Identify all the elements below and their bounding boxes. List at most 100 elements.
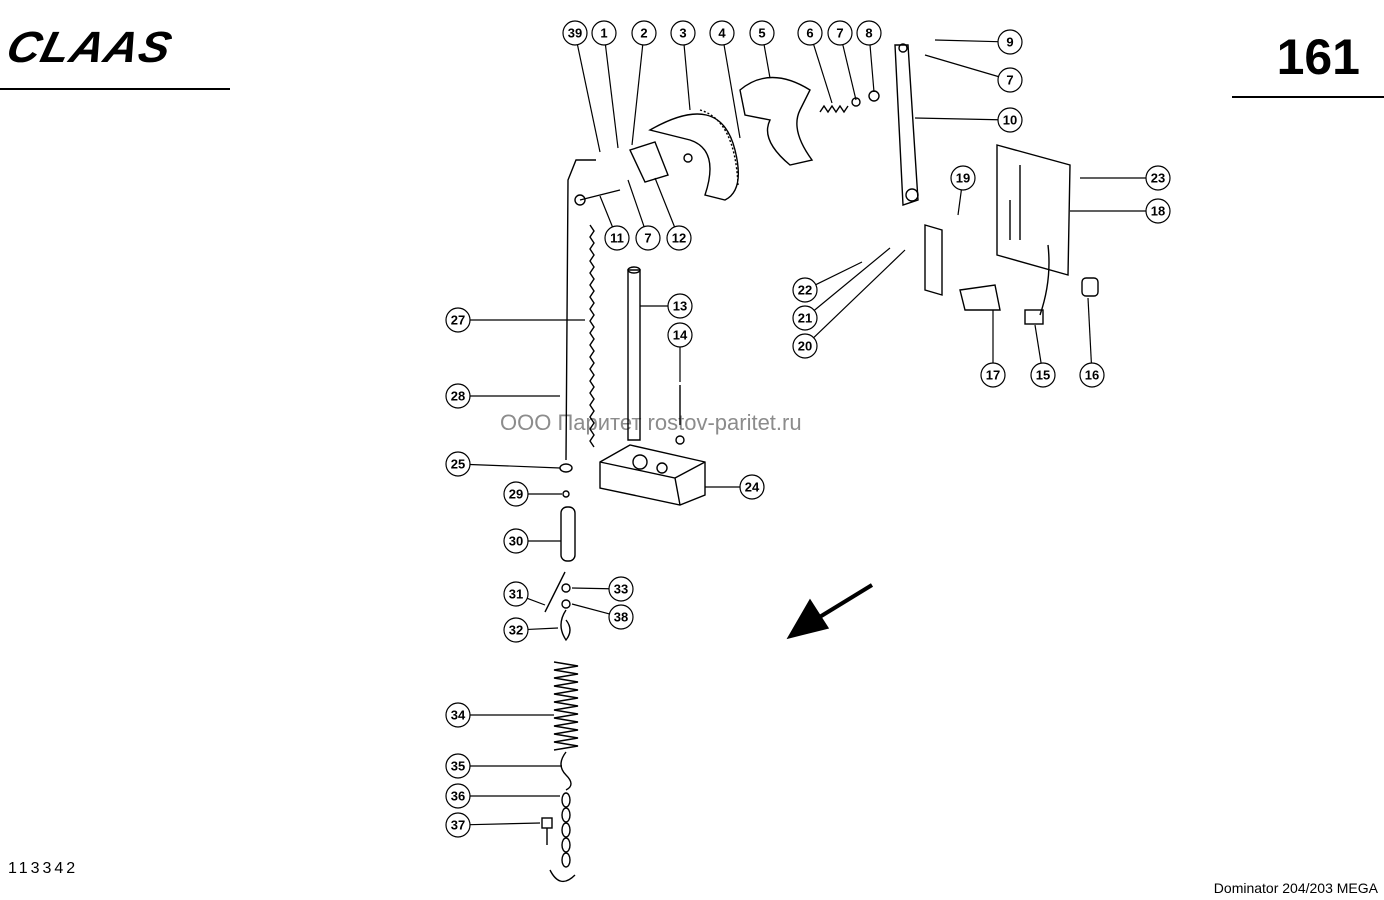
direction-arrow-head: [786, 598, 830, 640]
callout-27: 27: [445, 307, 585, 333]
callout-bubble: [604, 225, 630, 251]
callout-leader-line: [934, 39, 999, 43]
callout-number: 15: [1036, 368, 1050, 383]
callout-1: 1: [591, 20, 619, 149]
callout-9: 9: [934, 29, 1023, 55]
callout-number: 20: [798, 339, 812, 354]
callout-bubble: [792, 277, 818, 303]
callout-3: 3: [670, 20, 696, 111]
header-divider-left: [0, 88, 230, 90]
callout-bubble: [670, 20, 696, 46]
callout-number: 25: [451, 457, 465, 472]
cam-plate-drawing: [739, 76, 814, 166]
callout-leader-line: [723, 44, 741, 139]
callout-24: 24: [705, 474, 765, 500]
long-spring-drawing: [589, 224, 595, 448]
callout-number: 36: [451, 789, 465, 804]
callout-number: 6: [806, 26, 813, 41]
callout-number: 29: [509, 487, 523, 502]
callout-leader-line: [469, 463, 561, 469]
bracket-plate-drawing: [996, 144, 1071, 276]
callout-leader-line: [1034, 324, 1042, 364]
callout-number: 10: [1003, 113, 1017, 128]
s-hook-drawing: [560, 751, 572, 791]
callout-leader-line: [599, 195, 614, 228]
connector-drawing: [1024, 309, 1044, 325]
callout-35: 35: [445, 753, 562, 779]
callout-leader-line: [527, 627, 559, 631]
small-spring-drawing: [819, 104, 849, 114]
callout-leader-line: [576, 44, 601, 153]
callout-number: 34: [451, 708, 466, 723]
callout-bubble: [608, 576, 634, 602]
callout-19: 19: [950, 165, 976, 216]
callout-leader-line: [815, 261, 863, 286]
callout-number: 1: [600, 26, 607, 41]
callout-number: 7: [836, 26, 843, 41]
callout-bubble: [503, 581, 529, 607]
callout-29: 29: [503, 481, 562, 507]
callout-leader-line: [571, 603, 610, 615]
callout-bubble: [797, 20, 823, 46]
header-divider-right: [1232, 96, 1384, 98]
callout-bubble: [445, 783, 471, 809]
callout-number: 33: [614, 582, 628, 597]
callout-number: 3: [679, 26, 686, 41]
callout-bubble: [503, 481, 529, 507]
callout-31: 31: [503, 581, 546, 607]
lever-drawing: [894, 44, 919, 206]
callout-bubble: [635, 225, 661, 251]
callout-leader-line: [869, 44, 875, 93]
callout-bubble: [1145, 165, 1171, 191]
callout-bubble: [608, 604, 634, 630]
callout-number: 13: [673, 299, 687, 314]
callout-leader-line: [813, 247, 891, 311]
callout-leader-line: [683, 44, 691, 111]
callout-2: 2: [631, 20, 657, 146]
callout-bubble: [667, 293, 693, 319]
callout-5: 5: [749, 20, 775, 79]
callout-leader-line: [957, 189, 962, 216]
cable-drawing: [1039, 244, 1050, 316]
callout-bubble: [792, 333, 818, 359]
callout-8: 8: [856, 20, 882, 93]
direction-arrow-shaft: [816, 583, 874, 620]
page-number: 161: [1276, 29, 1360, 85]
callout-number: 17: [986, 368, 1000, 383]
callout-bubble: [1079, 362, 1105, 388]
callout-34: 34: [445, 702, 554, 728]
callout-number: 35: [451, 759, 465, 774]
callout-number: 7: [644, 231, 651, 246]
callout-number: 39: [568, 26, 582, 41]
callout-bubble: [749, 20, 775, 46]
callout-bubble: [666, 225, 692, 251]
callout-11: 11: [599, 195, 630, 251]
callout-17: 17: [980, 310, 1006, 388]
callout-number: 12: [672, 231, 686, 246]
callout-bubble: [667, 322, 693, 348]
callout-7: 7: [827, 20, 857, 101]
callout-number: 30: [509, 534, 523, 549]
callout-bubble: [445, 753, 471, 779]
callout-bubble: [950, 165, 976, 191]
callout-6: 6: [797, 20, 833, 104]
callout-38: 38: [571, 603, 634, 630]
callout-number: 28: [451, 389, 465, 404]
callout-leader-line: [604, 44, 619, 149]
callout-bubble: [591, 20, 617, 46]
tube-drawing: [627, 269, 641, 441]
callout-leader-line: [842, 44, 857, 101]
callout-number: 14: [673, 328, 688, 343]
callout-leader-line: [813, 249, 906, 339]
callout-number: 32: [509, 623, 523, 638]
drawing-number: 113342: [8, 860, 79, 877]
callout-number: 24: [745, 480, 760, 495]
callout-bubble: [709, 20, 735, 46]
callout-number: 4: [718, 26, 726, 41]
callout-30: 30: [503, 528, 561, 554]
callout-18: 18: [1070, 198, 1171, 224]
callout-bubble: [1145, 198, 1171, 224]
clip-drawing: [1081, 277, 1099, 297]
hook-drawing: [560, 609, 571, 642]
callout-10: 10: [914, 107, 1023, 133]
